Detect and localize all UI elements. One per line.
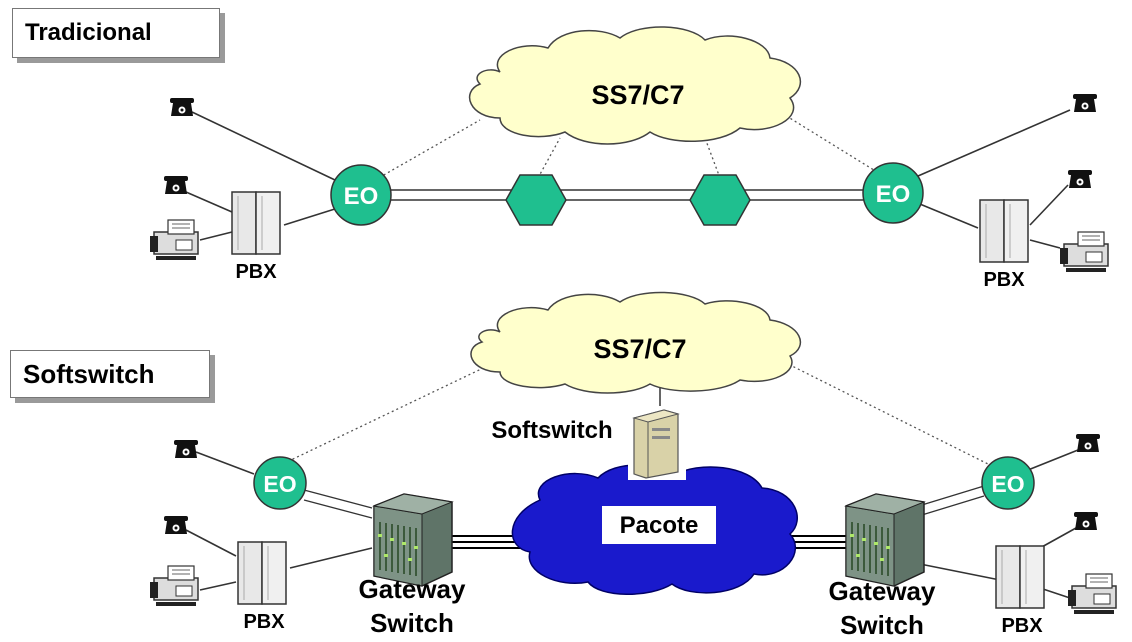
softswitch-section: SS7/C7 P: [149, 291, 1117, 640]
gateway-left-icon: [373, 493, 453, 587]
bottom-pbx-right-icon: [995, 545, 1045, 609]
fax-icon: [149, 565, 199, 607]
bottom-eo-right: EO: [981, 456, 1035, 510]
phone-icon: [1076, 434, 1100, 452]
bottom-eo-right-label: EO: [991, 471, 1024, 497]
fax-icon: [1059, 231, 1109, 273]
gateway-right-icon: [845, 493, 925, 587]
softswitch-server-icon: [628, 406, 686, 480]
phone-icon: [174, 440, 198, 458]
softswitch-label: Softswitch: [491, 417, 612, 444]
bottom-eo-left-label: EO: [263, 471, 296, 497]
gateway-right-line2: Switch: [840, 610, 924, 640]
phone-icon: [1073, 94, 1097, 112]
tradicional-section: SS7/C7 EO EO PBX PBX: [149, 26, 1109, 291]
softswitch-title-box: Softswitch: [10, 350, 210, 398]
gateway-left-line1: Gateway: [359, 574, 466, 604]
top-eo-right: EO: [862, 162, 924, 224]
top-hexagon-right: [689, 174, 751, 226]
phone-icon: [170, 98, 194, 116]
bottom-pbx-right-label: PBX: [1001, 615, 1043, 637]
phone-icon: [164, 176, 188, 194]
top-eo-left: EO: [330, 164, 392, 226]
top-pbx-right-label: PBX: [983, 269, 1025, 291]
top-cloud-label: SS7/C7: [591, 80, 684, 110]
tradicional-title: Tradicional: [25, 19, 152, 46]
top-pbx-left-icon: [231, 191, 281, 255]
bottom-cloud-label: SS7/C7: [593, 334, 686, 364]
softswitch-title: Softswitch: [23, 358, 155, 389]
top-trunk-line: [390, 189, 875, 201]
gateway-right-line1: Gateway: [829, 576, 936, 606]
bottom-signaling-links: [269, 359, 1001, 471]
fax-icon: [1067, 573, 1117, 615]
top-pbx-right-icon: [979, 199, 1029, 263]
phone-icon: [164, 516, 188, 534]
phone-icon: [1074, 512, 1098, 530]
bottom-ss7-cloud: [470, 291, 802, 394]
bottom-pbx-left-label: PBX: [243, 611, 285, 633]
top-access-lines: [185, 109, 1071, 249]
bottom-pbx-left-icon: [237, 541, 287, 605]
packet-label-box: [602, 506, 716, 544]
fax-icon: [149, 219, 199, 261]
top-hexagon-left: [505, 174, 567, 226]
phone-icon: [1068, 170, 1092, 188]
packet-label: Pacote: [620, 512, 699, 539]
top-eo-left-label: EO: [344, 183, 379, 210]
gateway-left-line2: Switch: [370, 608, 454, 638]
top-signaling-links: [374, 111, 891, 181]
top-pbx-left-label: PBX: [235, 261, 277, 283]
top-ss7-cloud: [468, 26, 802, 145]
tradicional-title-box: Tradicional: [12, 8, 220, 58]
bottom-eo-left: EO: [253, 456, 307, 510]
top-eo-right-label: EO: [876, 181, 911, 208]
